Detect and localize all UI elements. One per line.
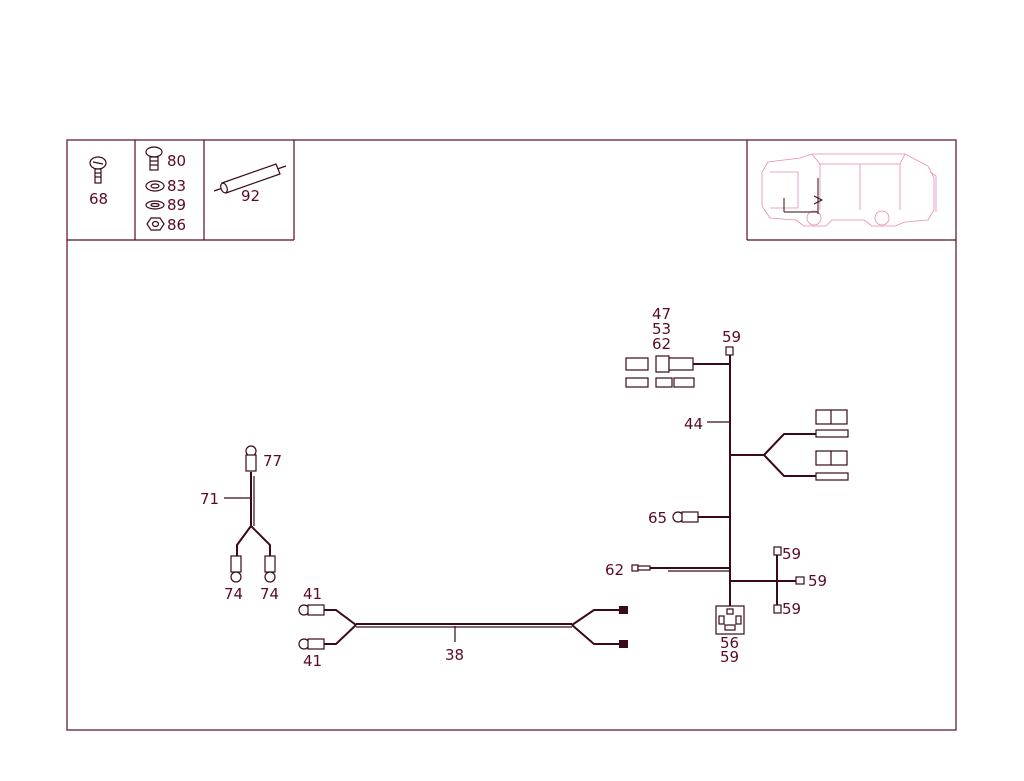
label-53: 53 bbox=[652, 320, 671, 338]
label-59-top: 59 bbox=[722, 328, 741, 346]
harness-71 bbox=[224, 445, 276, 583]
diagram-frame bbox=[66, 139, 957, 731]
bolt-80 bbox=[145, 146, 163, 171]
vehicle-locator-outline bbox=[761, 153, 937, 227]
washer-83 bbox=[145, 180, 165, 192]
label-62-mid: 62 bbox=[605, 561, 624, 579]
label-74-left: 74 bbox=[224, 585, 243, 603]
label-56: 56 bbox=[720, 634, 739, 652]
nut-86 bbox=[146, 217, 165, 231]
label-80: 80 bbox=[167, 152, 186, 170]
label-65: 65 bbox=[648, 509, 667, 527]
label-59-r2: 59 bbox=[808, 572, 827, 590]
label-74-right: 74 bbox=[260, 585, 279, 603]
label-68: 68 bbox=[89, 190, 108, 208]
label-41-top: 41 bbox=[303, 585, 322, 603]
washer-89 bbox=[145, 200, 165, 210]
label-83: 83 bbox=[167, 177, 186, 195]
label-47: 47 bbox=[652, 305, 671, 323]
screw-68 bbox=[89, 156, 107, 184]
label-62-top: 62 bbox=[652, 335, 671, 353]
label-92: 92 bbox=[241, 187, 260, 205]
label-41-bottom: 41 bbox=[303, 652, 322, 670]
label-59-bot: 59 bbox=[720, 648, 739, 666]
harness-38 bbox=[298, 604, 628, 650]
label-86: 86 bbox=[167, 216, 186, 234]
label-71: 71 bbox=[200, 490, 219, 508]
label-38: 38 bbox=[445, 646, 464, 664]
label-77: 77 bbox=[263, 452, 282, 470]
harness-44 bbox=[625, 346, 849, 635]
label-89: 89 bbox=[167, 196, 186, 214]
tube-92 bbox=[213, 163, 287, 194]
label-59-r1: 59 bbox=[782, 545, 801, 563]
label-59-r3: 59 bbox=[782, 600, 801, 618]
label-44: 44 bbox=[684, 415, 703, 433]
